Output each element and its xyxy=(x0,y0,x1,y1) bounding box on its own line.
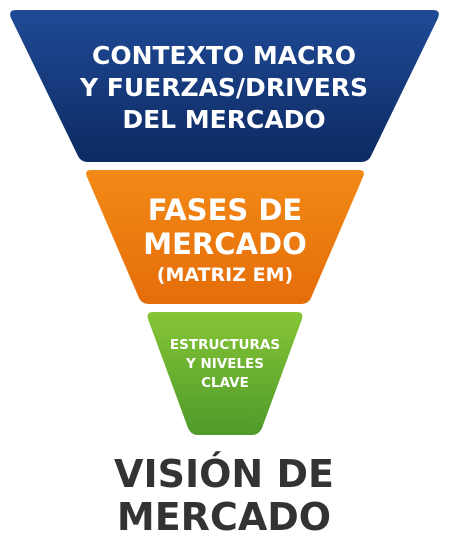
funnel-level-macro-line-3: DEL MERCADO xyxy=(122,105,325,134)
funnel-level-structures: ESTRUCTURAS Y NIVELES CLAVE xyxy=(147,312,303,435)
funnel-level-phases-line-3: (MATRIZ EM) xyxy=(157,264,293,286)
funnel-level-macro-line-1: CONTEXTO MACRO xyxy=(92,41,356,70)
funnel-level-phases-shape xyxy=(86,170,364,304)
funnel-level-phases-line-2: MERCADO xyxy=(143,227,306,261)
funnel-level-structures-line-1: ESTRUCTURAS xyxy=(170,337,280,353)
funnel-level-macro: CONTEXTO MACRO Y FUERZAS/DRIVERS DEL MER… xyxy=(10,10,439,162)
funnel-level-macro-line-2: Y FUERZAS/DRIVERS xyxy=(79,73,368,102)
funnel-level-phases: FASES DE MERCADO (MATRIZ EM) xyxy=(86,170,364,304)
funnel-level-phases-line-1: FASES DE xyxy=(148,193,303,227)
funnel-caption-line-1: VISIÓN DE xyxy=(114,452,334,496)
funnel-caption: VISIÓN DE MERCADO xyxy=(114,452,334,539)
funnel-level-structures-shape xyxy=(147,312,303,435)
funnel-level-structures-line-3: CLAVE xyxy=(201,375,249,391)
funnel-caption-line-2: MERCADO xyxy=(117,495,331,539)
funnel-level-macro-shape xyxy=(10,10,439,162)
funnel-level-structures-line-2: Y NIVELES xyxy=(185,356,264,372)
